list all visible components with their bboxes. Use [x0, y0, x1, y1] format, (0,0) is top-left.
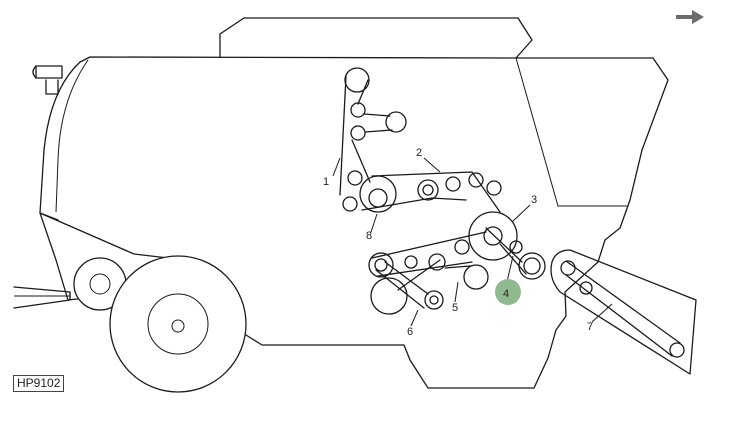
pulley [417, 179, 439, 201]
pulley [424, 290, 444, 310]
pulley [523, 257, 541, 275]
small-front-wheel-hub [89, 273, 111, 295]
figure-id-label: HP9102 [13, 375, 65, 392]
belt-6 [397, 259, 441, 291]
front-cab-inner [55, 59, 89, 213]
pulley [404, 255, 418, 269]
pulley [486, 180, 502, 196]
pulley [428, 253, 446, 271]
leader-line [423, 157, 441, 173]
front-cab-outline [39, 61, 81, 221]
pulley [579, 281, 593, 295]
pulley [518, 252, 546, 280]
leader-line [332, 157, 341, 177]
pulley [385, 111, 407, 133]
belt-1 [339, 75, 393, 196]
belt-4 [485, 227, 527, 275]
pulley [509, 240, 523, 254]
pulley [368, 252, 394, 278]
pulley [445, 176, 461, 192]
pulley [350, 102, 366, 118]
large-front-wheel-rim [147, 293, 209, 355]
pulley [344, 67, 370, 93]
leader-line [370, 213, 378, 233]
callout-4[interactable]: 4 [503, 288, 509, 300]
leader-line [410, 309, 419, 327]
belt-7-housing [550, 249, 697, 375]
leader-line [591, 303, 613, 323]
belt-5 [371, 231, 487, 309]
leader-line [511, 204, 531, 223]
callout-1[interactable]: 1 [323, 176, 329, 188]
pulley [468, 172, 484, 188]
arrow-right-icon [676, 10, 704, 24]
pulley [483, 226, 503, 246]
next-page-button[interactable] [674, 8, 706, 26]
callout-6[interactable]: 6 [407, 326, 413, 338]
pulley [347, 170, 363, 186]
pulley [429, 295, 439, 305]
header-arm [13, 286, 71, 309]
rear-hood-panel [515, 57, 628, 207]
pulley [468, 211, 518, 261]
pulley [368, 188, 388, 208]
pipe-outline [32, 65, 63, 79]
large-front-wheel-hub [171, 319, 185, 333]
pulley [370, 277, 408, 315]
pulley [422, 184, 434, 196]
pulley [463, 264, 489, 290]
callout-highlight [495, 279, 521, 305]
pipe-stand [45, 79, 59, 95]
pulley [669, 342, 685, 358]
belt-7 [565, 260, 681, 357]
large-front-wheel [109, 255, 247, 393]
belt-2 [361, 171, 501, 213]
belt-1-lower [351, 139, 371, 183]
pulley [350, 125, 366, 141]
callout-3[interactable]: 3 [531, 194, 537, 206]
callout-5[interactable]: 5 [452, 302, 458, 314]
callout-2[interactable]: 2 [416, 147, 422, 159]
pulley [342, 196, 358, 212]
pulley [454, 239, 470, 255]
grain-tank-outline [219, 17, 533, 59]
body-outline [79, 56, 669, 389]
leader-line [454, 281, 459, 303]
pulley [374, 258, 388, 272]
callout-8[interactable]: 8 [366, 230, 372, 242]
callout-7[interactable]: 7 [587, 321, 593, 333]
